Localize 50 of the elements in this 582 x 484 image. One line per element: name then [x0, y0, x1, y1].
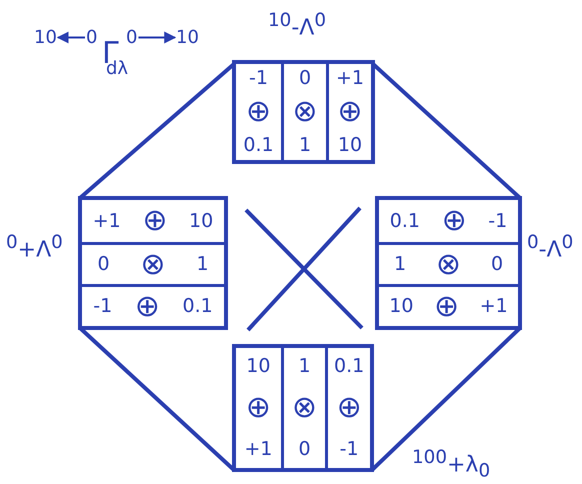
circled-symbol: ⊕ — [246, 392, 271, 423]
circled-symbol: ⊕ — [142, 206, 168, 236]
cell-value: +1 — [244, 440, 272, 460]
circled-symbol: ⊕ — [134, 292, 160, 322]
cell-value: 1 — [298, 356, 311, 376]
cell-value: 0.1 — [243, 136, 274, 156]
cell-value: 0 — [298, 440, 311, 460]
circled-symbol: ⊕ — [246, 96, 272, 127]
lambda-label: $^{0}$+Λ$^{0}$ — [6, 232, 63, 262]
cell-value: 0 — [490, 255, 504, 274]
circled-symbol: ⊕ — [337, 96, 363, 127]
cell-value: 10 — [189, 212, 214, 230]
value-table — [78, 196, 228, 330]
cell-value: -1 — [488, 212, 508, 230]
cell-value: +1 — [92, 212, 121, 230]
cell-value: 0.1 — [182, 297, 213, 316]
cell-value: 0.1 — [390, 212, 420, 230]
cell-value: 10 — [389, 297, 414, 316]
cell-value: 0.1 — [334, 356, 364, 376]
value-table — [375, 196, 522, 330]
cell-value: -1 — [93, 297, 112, 316]
number-label: 0 — [86, 27, 98, 48]
circled-symbol: ⊕ — [442, 206, 467, 236]
cell-value: 0 — [298, 68, 312, 88]
lambda-label: $^{100}$+λ$_{0}$ — [412, 447, 490, 482]
circled-symbol: ⊕ — [336, 392, 362, 423]
cell-value: +1 — [336, 68, 364, 88]
cell-value: -1 — [249, 68, 268, 88]
circled-symbol: ⊗ — [436, 250, 462, 280]
number-label: 10 — [34, 27, 57, 48]
cell-value: 1 — [196, 255, 209, 274]
cell-value: 1 — [394, 255, 406, 274]
connector-line — [56, 32, 85, 44]
number-label: 10 — [176, 27, 199, 48]
cell-value: -1 — [340, 440, 359, 460]
cell-value: 0 — [97, 255, 110, 274]
lambda-label: $^{10}$-Λ$^{0}$ — [268, 10, 326, 40]
lambda-label: $^{0}$-Λ$^{0}$ — [527, 232, 574, 262]
cell-value: 10 — [338, 136, 362, 156]
circled-symbol: ⊗ — [292, 96, 318, 127]
connector-line — [138, 32, 176, 44]
circled-symbol: ⊗ — [292, 392, 318, 423]
cell-value: 1 — [298, 136, 312, 156]
cell-value: +1 — [480, 297, 508, 316]
circled-symbol: ⊕ — [434, 292, 460, 322]
value-table — [232, 60, 375, 164]
value-table — [232, 344, 374, 472]
circled-symbol: ⊗ — [140, 250, 166, 280]
number-label: 0 — [126, 27, 138, 48]
cell-value: 10 — [246, 356, 270, 376]
